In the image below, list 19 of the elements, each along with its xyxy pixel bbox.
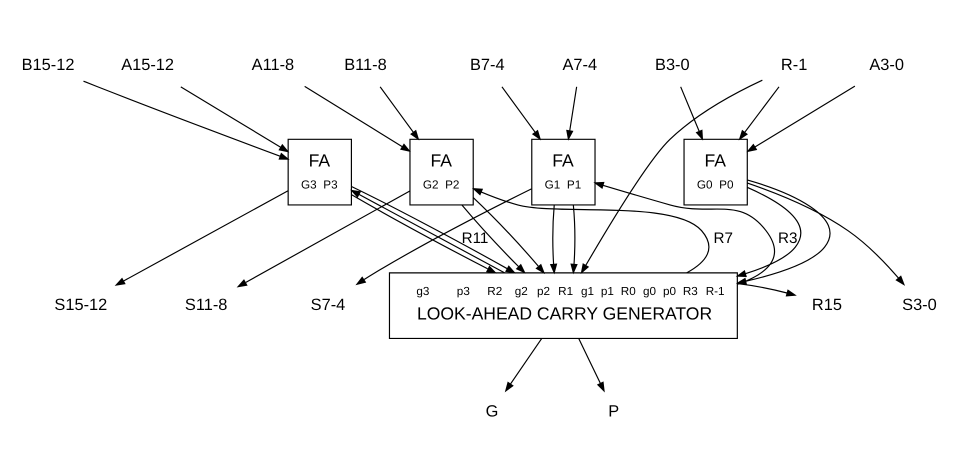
- node-text: S7-4: [310, 295, 346, 314]
- node-text: B11-8: [344, 55, 387, 74]
- node-text: A7-4: [562, 55, 598, 74]
- node-text: R15: [812, 295, 842, 314]
- node-text: P: [608, 402, 620, 420]
- node-text: R-1: [780, 55, 808, 74]
- node-text: S15-12: [54, 295, 108, 314]
- node-text: A15-12: [121, 55, 174, 74]
- node-text: B3-0: [655, 55, 690, 74]
- node-text: S11-8: [184, 295, 228, 314]
- node-text: A11-8: [252, 55, 294, 74]
- node-text: A3-0: [869, 55, 904, 74]
- node-text: G: [486, 402, 498, 420]
- edge-label: R3: [778, 229, 798, 246]
- node-text: S3-0: [902, 295, 937, 314]
- edge-label: R11: [462, 229, 488, 246]
- edge-label: R7: [714, 229, 734, 246]
- node-text: B15-12: [22, 55, 74, 74]
- node-text: B7-4: [470, 55, 505, 74]
